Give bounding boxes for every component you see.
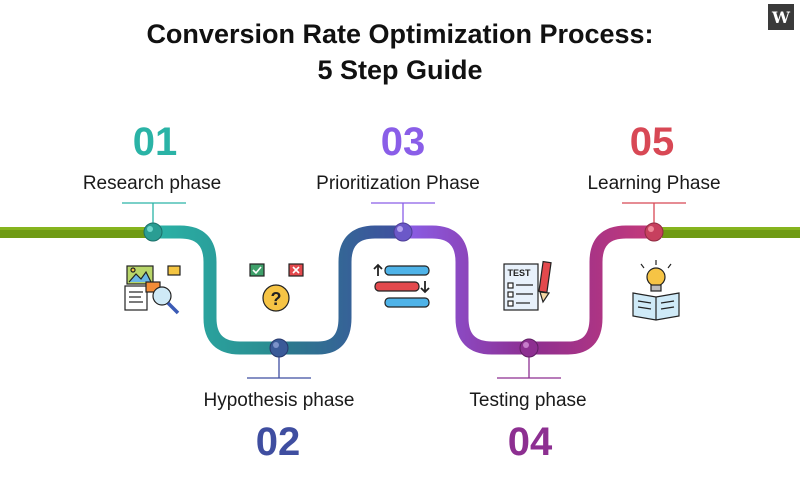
brand-logo: W [768,4,794,30]
wave-segment-3 [403,225,529,355]
priority-sort-icon [373,263,430,308]
right-green-line [662,227,800,238]
research-magnifier-icon [124,265,181,315]
title-line-1: Conversion Rate Optimization Process: [146,19,654,49]
step-node-5-shine [648,226,654,232]
left-green-line-shade [0,227,148,230]
step-node-4 [519,338,539,358]
right-green-line-shade [662,227,800,230]
step-node-2 [269,338,289,358]
step-node-3-shine [397,226,403,232]
wave-segment-1 [152,225,279,355]
step-node-3 [393,222,413,242]
wave-segment-2 [279,225,403,355]
test-icon-text: TEST [507,268,531,278]
step-number-5: 05 [629,120,675,164]
step-label-1: Research phase [82,173,222,194]
step-label-4: Testing phase [469,390,587,411]
step-number-4: 04 [507,420,553,464]
step-node-1-shine [147,226,153,232]
question-checkbox-icon: ? [249,263,304,312]
step-number-2: 02 [255,420,301,464]
step-node-1 [143,222,163,242]
step-label-2: Hypothesis phase [203,390,355,411]
step-number-1: 01 [132,120,178,164]
page-title: Conversion Rate Optimization Process: 5 … [0,16,800,88]
step-number-3: 03 [380,120,426,164]
test-checklist-icon: TEST [503,260,552,311]
step-node-4-shine [523,342,529,348]
lightbulb-book-icon [632,260,680,321]
wave-segment-4 [529,225,654,355]
left-green-line [0,227,148,238]
step-node-2-shine [273,342,279,348]
step-node-5 [644,222,664,242]
title-line-2: 5 Step Guide [317,55,483,85]
svg-text:?: ? [271,289,282,309]
step-label-3: Prioritization Phase [316,173,480,194]
step-label-5: Learning Phase [587,173,721,194]
